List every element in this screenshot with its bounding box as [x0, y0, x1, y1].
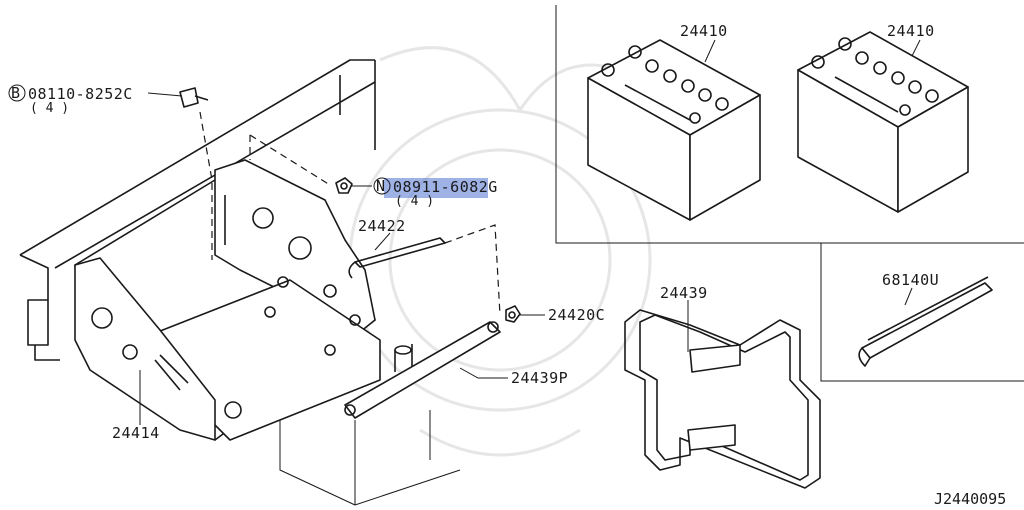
nut-qty: ( 4 ) — [395, 194, 434, 209]
rod-part-number: 24422 — [358, 217, 406, 235]
holding-band — [624, 309, 821, 489]
clip-strip — [858, 276, 993, 367]
locator-lines — [199, 111, 501, 316]
nut-part-number: 08911-6082G — [393, 178, 498, 196]
frame-bar-part-number: 24439P — [511, 369, 568, 387]
battery-right — [797, 31, 969, 213]
battery-right-part-number: 24410 — [887, 22, 935, 40]
bolt-qty: ( 4 ) — [30, 101, 69, 116]
nut-c-part-number: 24420C — [548, 306, 605, 324]
battery-ghost-outline — [279, 410, 461, 506]
panel-borders — [555, 5, 1024, 382]
tray-part-number: 24414 — [112, 424, 160, 442]
battery-tray — [74, 159, 381, 441]
nut-icon — [335, 177, 353, 194]
labels: B 08110-8252C ( 4 ) N 08911-6082G ( 4 ) … — [11, 22, 1006, 508]
prefix-badges — [8, 84, 391, 195]
battery-left-part-number: 24410 — [680, 22, 728, 40]
clip-part-number: 68140U — [882, 271, 939, 289]
frame-bar — [344, 321, 501, 419]
watermark — [348, 46, 652, 457]
band-part-number: 24439 — [660, 284, 708, 302]
highlight-box — [384, 178, 488, 198]
bolt-icon — [179, 87, 209, 108]
bolt-prefix: B — [11, 84, 21, 102]
battery-left — [587, 39, 761, 221]
diagram-code: J2440095 — [934, 490, 1006, 508]
nut-c-icon — [505, 305, 521, 323]
nut-prefix: N — [376, 177, 386, 195]
bolt-part-number: 08110-8252C — [28, 85, 133, 103]
leader-lines — [139, 39, 921, 425]
